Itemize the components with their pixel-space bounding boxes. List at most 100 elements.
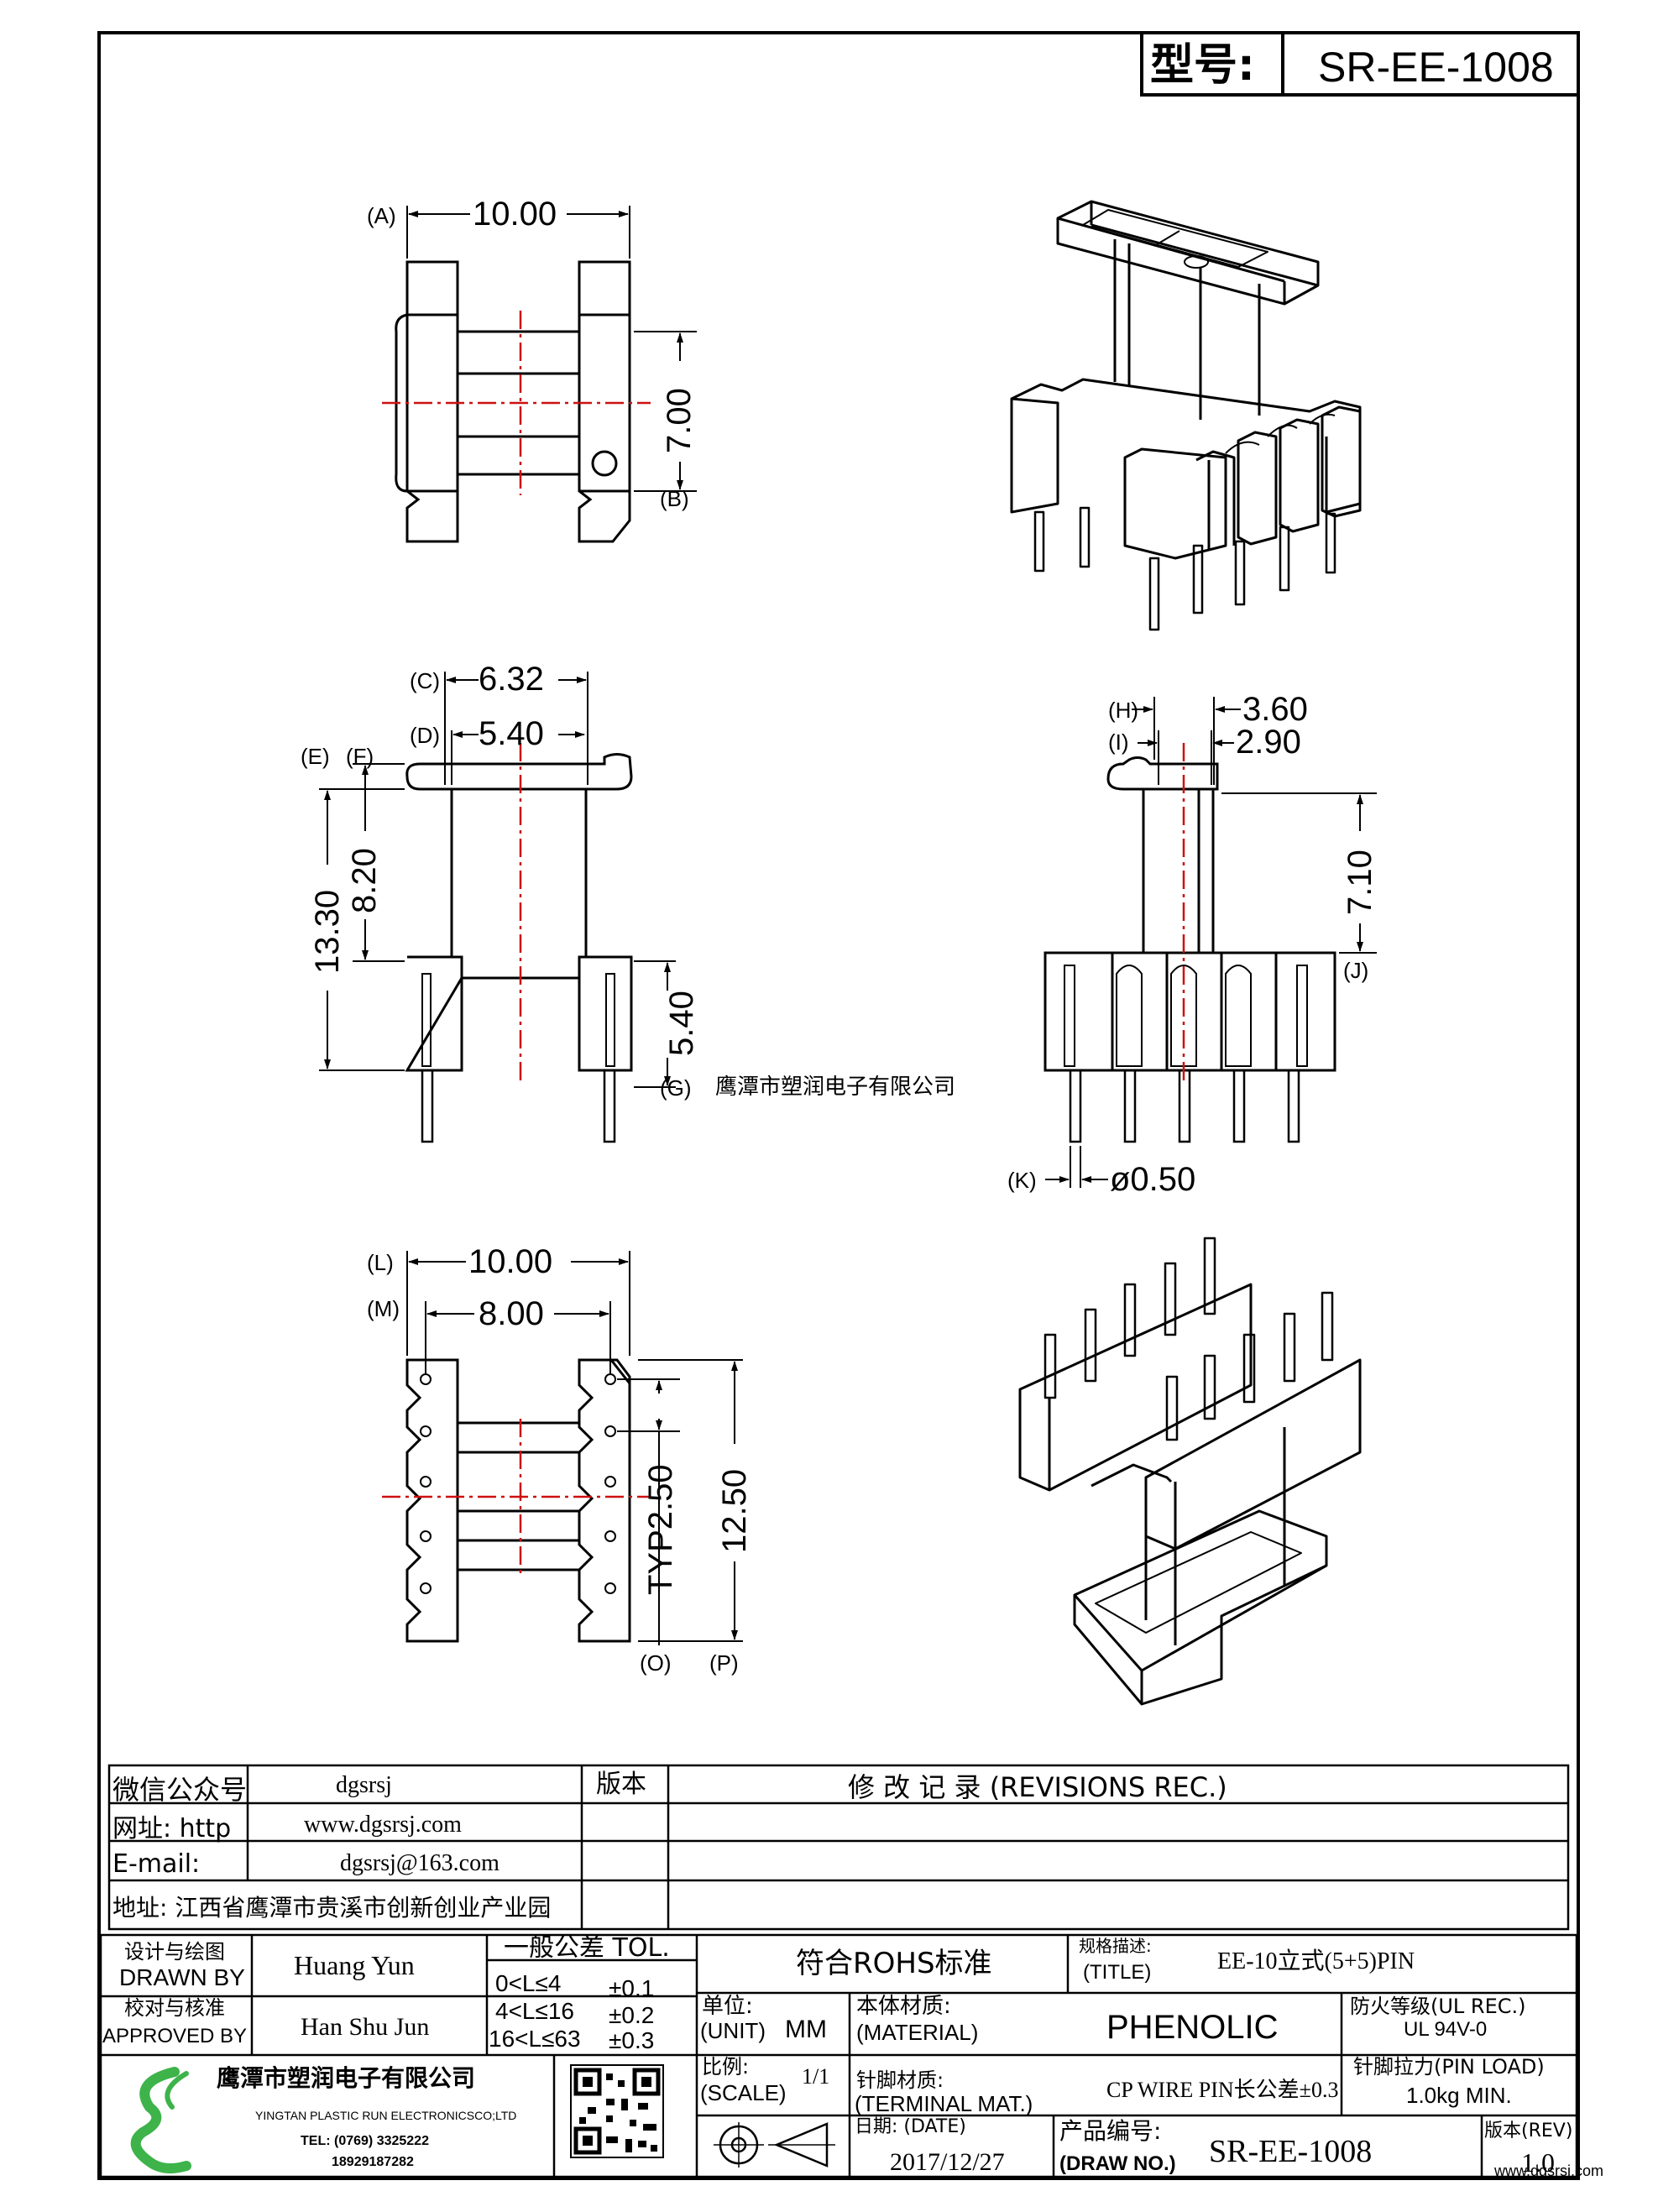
tol-range-1: 0<L≤4 — [495, 1970, 561, 1996]
terminal-en: (TERMINAL MAT.) — [855, 2091, 1033, 2116]
dim-bottom-m: 8.00 — [479, 1295, 544, 1332]
unit-cn: 单位: — [702, 1994, 753, 2019]
ref-f: (F) — [346, 744, 374, 769]
dim-bottom-pitch: TYP2.50 — [642, 1464, 679, 1595]
dim-top-height: 7.00 — [661, 388, 698, 453]
ref-p: (P) — [709, 1650, 739, 1676]
iso-view-top — [1010, 200, 1362, 631]
ref-k: (K) — [1007, 1168, 1037, 1193]
qr-code-icon — [570, 2064, 664, 2158]
material-cn: 本体材质: — [856, 1994, 951, 2019]
dim-bottom-len: 12.50 — [716, 1469, 753, 1553]
iso-view-bottom — [1018, 1237, 1362, 1706]
ref-b: (B) — [660, 486, 689, 511]
dim-bottom-l: 10.00 — [468, 1243, 552, 1280]
revisions-title: 修 改 记 录 (REVISIONS REC.) — [848, 1771, 1227, 1803]
tol-value-3: ±0.3 — [609, 2027, 654, 2053]
terminal-value: CP WIRE PIN长公差±0.3 — [1106, 2078, 1338, 2102]
dim-front-total: 13.30 — [309, 890, 346, 974]
info-table — [107, 1764, 1570, 1931]
dim-top-width: 10.00 — [473, 196, 557, 233]
drawn-cn: 设计与绘图 — [124, 1940, 225, 1964]
fire-cn: 防火等级(UL REC.) — [1350, 1995, 1526, 2018]
ref-i: (I) — [1108, 729, 1129, 755]
title-value: EE-10立式(5+5)PIN — [1217, 1948, 1415, 1974]
site-mark: www.dgsrsj.com — [1493, 2162, 1603, 2179]
top-view — [382, 206, 697, 543]
ref-e: (E) — [301, 744, 330, 769]
terminal-cn: 针脚材质: — [856, 2068, 944, 2092]
drawno-cn: 产品编号: — [1059, 2117, 1161, 2145]
projection-symbol — [714, 2122, 835, 2168]
approved-cn: 校对与核准 — [124, 1996, 225, 2020]
ref-o: (O) — [640, 1650, 672, 1676]
web-label: 网址: http — [112, 1814, 231, 1843]
version-label: 版本 — [596, 1770, 646, 1799]
model-label: 型号: — [1150, 40, 1255, 91]
ref-j: (J) — [1343, 958, 1368, 983]
watermark: 鹰潭市塑润电子有限公司 — [715, 1075, 955, 1100]
email-label: E-mail: — [112, 1849, 200, 1879]
rev-label: 版本(REV) — [1484, 2120, 1572, 2141]
company-name-en: YINGTAN PLASTIC RUN ELECTRONICSCO;LTD — [255, 2109, 516, 2122]
dim-front-c: 6.32 — [479, 661, 544, 698]
tol-value-1: ±0.1 — [609, 1975, 654, 2001]
sheet-border — [97, 31, 1580, 2180]
date-value: 2017/12/27 — [890, 2148, 1005, 2176]
ref-g: (G) — [660, 1075, 692, 1101]
scale-cn: 比例: — [702, 2055, 749, 2079]
ref-l: (L) — [367, 1250, 394, 1275]
email-value: dgsrsj@163.com — [340, 1850, 500, 1876]
dim-side-pin: ø0.50 — [1110, 1161, 1195, 1198]
title-cn: 规格描述: — [1079, 1936, 1152, 1956]
wechat-label: 微信公众号 — [112, 1774, 247, 1806]
drawno-en: (DRAW NO.) — [1059, 2152, 1176, 2175]
address: 地址: 江西省鹰潭市贵溪市创新创业产业园 — [112, 1894, 551, 1922]
scale-en: (SCALE) — [700, 2080, 787, 2105]
drawn-en: DRAWN BY — [119, 1964, 245, 1990]
ref-m: (M) — [367, 1296, 400, 1321]
fire-value: UL 94V-0 — [1404, 2018, 1487, 2041]
rev-value: 1.0 — [1521, 2147, 1555, 2178]
dim-side-j: 7.10 — [1342, 850, 1378, 915]
material-value: PHENOLIC — [1106, 2009, 1279, 2046]
drawn-name: Huang Yun — [294, 1950, 415, 1980]
rohs: 符合ROHS标准 — [796, 1947, 992, 1980]
company-logo-icon — [130, 2067, 191, 2174]
web-value: www.dgsrsj.com — [304, 1812, 462, 1838]
ref-h: (H) — [1108, 698, 1138, 723]
pinload-cn: 针脚拉力(PIN LOAD) — [1353, 2055, 1545, 2079]
wechat-value: dgsrsj — [336, 1772, 392, 1798]
dim-front-d: 5.40 — [479, 715, 544, 752]
company-name-cn: 鹰潭市塑润电子有限公司 — [217, 2064, 475, 2092]
dim-front-lower: 5.40 — [663, 991, 700, 1056]
dim-front-upper: 8.20 — [346, 848, 383, 913]
side-view — [1043, 697, 1377, 1188]
approved-en: APPROVED BY — [102, 2025, 247, 2047]
drawno-value: SR-EE-1008 — [1209, 2134, 1372, 2169]
dim-side-h: 3.60 — [1242, 691, 1308, 728]
approved-name: Han Shu Jun — [301, 2013, 429, 2041]
company-mobile: 18929187282 — [332, 2155, 414, 2169]
ref-a: (A) — [367, 203, 396, 228]
tol-value-2: ±0.2 — [609, 2002, 654, 2028]
tol-range-3: 16<L≤63 — [489, 2026, 581, 2052]
bottom-view — [382, 1251, 743, 1645]
company-tel: TEL: (0769) 3325222 — [301, 2134, 429, 2148]
pinload-value: 1.0kg MIN. — [1406, 2083, 1512, 2108]
date-label: 日期: (DATE) — [855, 2116, 966, 2137]
ref-c: (C) — [410, 668, 440, 693]
front-view — [319, 672, 676, 1143]
title-en: (TITLE) — [1083, 1961, 1151, 1984]
unit-en: (UNIT) — [700, 2018, 766, 2043]
model-header: 型号: SR-EE-1008 — [1140, 31, 1580, 97]
title-block — [99, 1933, 1578, 2178]
tol-title: 一般公差 TOL. — [504, 1933, 670, 1963]
model-number: SR-EE-1008 — [1318, 44, 1554, 91]
unit-value: MM — [785, 2016, 827, 2043]
ref-d: (D) — [410, 723, 440, 748]
tol-range-2: 4<L≤16 — [495, 1998, 574, 2024]
dim-side-i: 2.90 — [1236, 724, 1301, 761]
material-en: (MATERIAL) — [856, 2020, 978, 2045]
